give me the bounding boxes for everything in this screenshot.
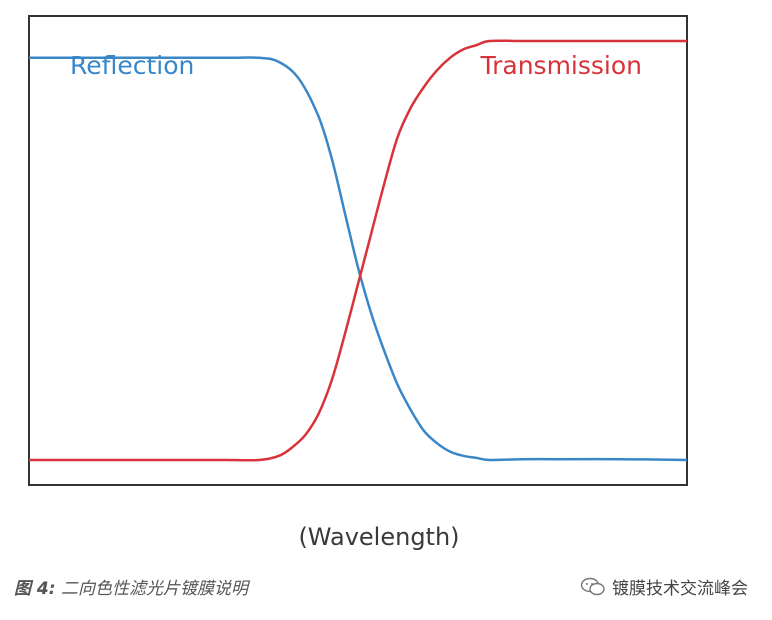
label-layer: Reflection Transmission: [70, 51, 642, 80]
figure-caption-text: 二向色性滤光片镀膜说明: [60, 579, 248, 599]
figure-caption: 图 4: 二向色性滤光片镀膜说明: [14, 574, 248, 599]
watermark-text: 镀膜技术交流峰会: [612, 579, 748, 599]
chart: Reflection Transmission (Wavelength): [28, 15, 688, 551]
series-layer: [28, 39, 688, 462]
figure-number: 图 4:: [14, 579, 56, 599]
series-label-transmission: Transmission: [480, 51, 643, 80]
watermark: 镀膜技术交流峰会: [580, 574, 748, 599]
series-line-transmission: [28, 39, 687, 462]
x-axis-label: (Wavelength): [298, 523, 459, 551]
wechat-icon: [580, 577, 605, 595]
series-line-reflection: [29, 56, 688, 462]
caption-row: 图 4: 二向色性滤光片镀膜说明 镀膜技术交流峰会: [14, 574, 758, 602]
plot-frame: [28, 15, 688, 486]
series-label-reflection: Reflection: [70, 51, 194, 80]
